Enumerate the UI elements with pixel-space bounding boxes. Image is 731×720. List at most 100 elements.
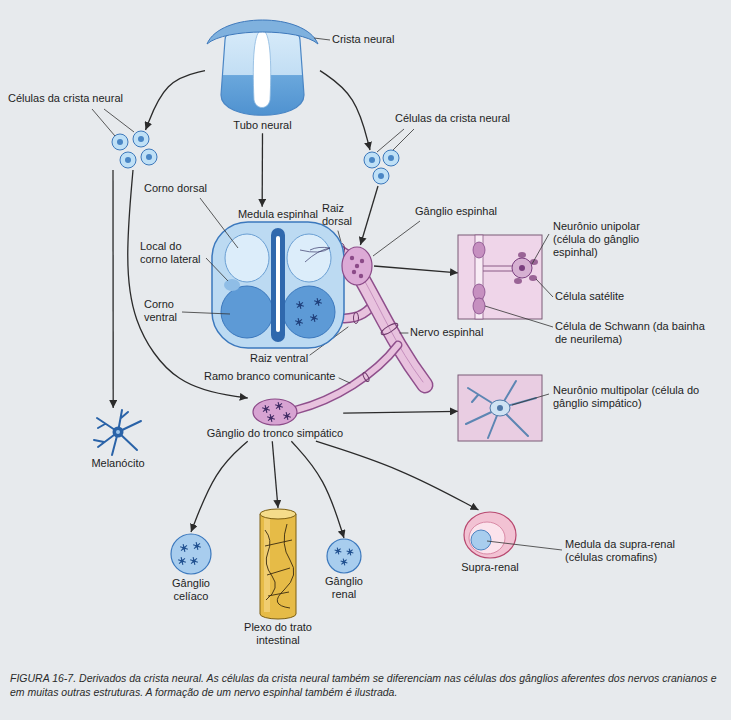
leader-line: [487, 541, 562, 550]
ganglion-body: [327, 539, 361, 573]
satellite-cell: [514, 278, 522, 284]
enteric-plexus: [265, 524, 294, 608]
ventral-horn: [283, 286, 335, 338]
sympathetic-ganglion-shape: [252, 398, 298, 426]
leader-line: [512, 394, 549, 405]
figure-caption: FIGURA 16-7. Derivados da crista neural.…: [10, 672, 721, 699]
part-label: Nervo espinhal: [410, 326, 483, 339]
ganglion-body: [171, 534, 211, 574]
adrenal-gland: Supra-renalMedula da supra-renal (célula…: [461, 510, 518, 575]
cell-nucleus: [138, 136, 144, 142]
node-label: Gânglio renal: [319, 575, 369, 601]
crest-cell: [383, 150, 399, 166]
derivation-arrow: [146, 71, 206, 130]
celiac-ganglion: Gânglio celíaco: [166, 532, 216, 604]
schwann-cell: [473, 298, 485, 314]
node-label: Corno dorsal: [144, 182, 207, 195]
neuron-body: [337, 550, 340, 553]
spinal-ganglion-shape: [340, 245, 374, 287]
cell-nucleus: [369, 157, 375, 163]
ventral-horn: [221, 286, 273, 338]
ganglion-cell: [350, 256, 354, 260]
node-label: Plexo do trato intestinal: [242, 621, 314, 647]
adrenal-medulla: [471, 530, 491, 550]
node-label: Gânglio do tronco simpático: [207, 427, 343, 440]
leader-line: [373, 221, 420, 256]
neuron-star: [178, 557, 186, 565]
leader-line: [485, 306, 553, 327]
sympathetic-ganglion: Gânglio do tronco simpático: [207, 398, 343, 441]
neuron-body: [277, 404, 280, 407]
neural-crest: [207, 20, 318, 44]
crest-cell-cluster-shape: [108, 130, 158, 170]
leader-line: [200, 198, 238, 248]
leader-line: [339, 378, 350, 383]
crest-cell: [133, 131, 149, 147]
renal-ganglion: Gânglio renal: [319, 538, 369, 602]
neuron-body: [316, 300, 319, 303]
derivation-arrow: [112, 170, 114, 408]
crest-cell-cluster-shape: [362, 150, 402, 186]
node-label: Neurônio multipolar (célula do gânglio s…: [553, 384, 718, 410]
crest-cell: [112, 134, 128, 150]
derivation-arrow: [262, 133, 264, 207]
neural-tube-wall: [221, 25, 304, 115]
derivation-arrow: [316, 441, 479, 510]
cell-nucleus: [388, 155, 394, 161]
adrenal-gland-shape: [463, 510, 517, 560]
neuron-processes: [466, 381, 536, 438]
crest-cell: [364, 152, 380, 168]
neuron-body: [264, 407, 267, 410]
renal-ganglion-shape: [326, 538, 362, 574]
neuron-body: [298, 303, 301, 306]
soma-nucleus: [519, 265, 525, 271]
neuron-body: [182, 546, 185, 549]
root-fibers: [300, 247, 330, 262]
leader-line: [536, 279, 553, 297]
ganglion-cell: [359, 274, 363, 278]
part-label: Raiz ventral: [250, 352, 308, 365]
derivation-arrow: [343, 411, 458, 413]
multipolar-neuron-inset: Neurônio multipolar (célula do gânglio s…: [458, 375, 542, 441]
neuron-star: [283, 412, 291, 420]
multipolar-soma: [490, 400, 510, 416]
node-label: Melanócito: [91, 457, 144, 470]
neuron-star: [180, 544, 188, 552]
neuron-body: [195, 544, 198, 547]
node-label: Células da crista neural: [8, 92, 123, 105]
node-label: Célula de Schwann (da bainha de neurilem…: [555, 320, 705, 346]
node-label: Medula da supra-renal (células cromafins…: [565, 538, 693, 564]
spinal-ganglion: Gânglio espinhal: [340, 245, 374, 287]
adrenal-capsule: [464, 512, 516, 558]
celiac-ganglion-shape: [169, 532, 213, 576]
neuron-body: [285, 414, 288, 417]
melanocyte-shape: [92, 408, 144, 456]
node-label: Gânglio espinhal: [415, 205, 497, 218]
multipolar-neuron-inset-shape: [458, 375, 542, 441]
part-label: Raiz dorsal: [322, 202, 358, 228]
node-label: Crista neural: [332, 33, 394, 46]
crest-cell-cluster: Células da crista neural: [108, 130, 158, 170]
neural-tube: Crista neuralTubo neural: [205, 8, 320, 133]
axon-branch: [483, 266, 512, 271]
schwann-cell: [473, 242, 485, 258]
cell-nucleus: [125, 157, 131, 163]
derivation-arrow: [291, 441, 344, 538]
ganglion-body: [253, 399, 297, 425]
neural-tube-shape: [205, 8, 320, 118]
ganglion-body: [342, 247, 372, 285]
neuron-star: [262, 405, 270, 413]
node-label: Gânglio celíaco: [166, 577, 216, 603]
crest-cell: [373, 168, 389, 184]
inset-frame: [458, 235, 542, 319]
melanocyte: Melanócito: [91, 408, 144, 471]
ganglion-cell: [352, 270, 356, 274]
gut-tube: [260, 514, 296, 619]
crest-cell: [120, 152, 136, 168]
neuron-star: [296, 301, 304, 309]
leader-line: [92, 109, 115, 136]
